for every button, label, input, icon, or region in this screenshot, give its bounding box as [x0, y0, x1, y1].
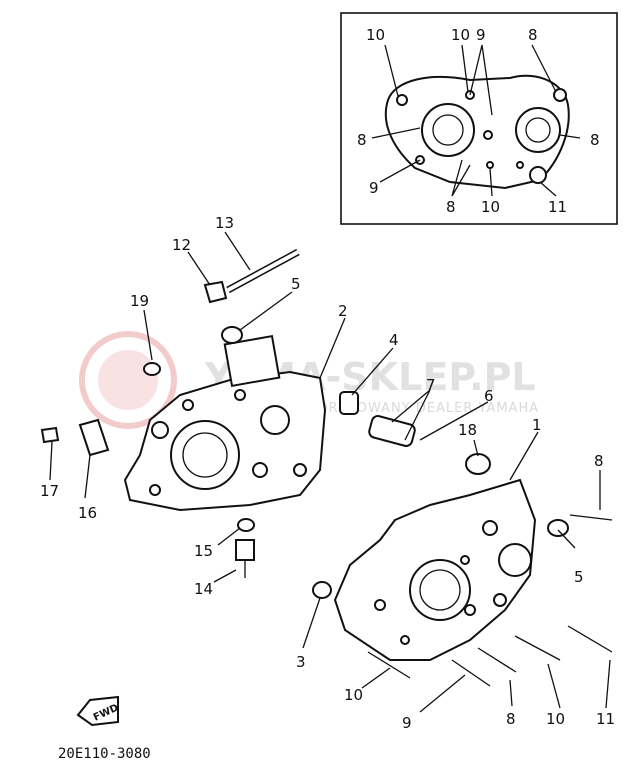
- left-crankcase: [123, 334, 327, 512]
- inset-view: 10 10 9 8 8 8 9 8 10 11: [340, 12, 618, 225]
- part-label: 8: [506, 710, 516, 728]
- part-label: 10: [344, 686, 363, 704]
- part-labels: 13 12 19 5 2 4 7 6 1 18 17 16 15 14 8 5 …: [40, 214, 615, 732]
- part-label: 9: [402, 714, 412, 732]
- inset-label: 10: [451, 26, 470, 44]
- part-label: 6: [484, 387, 494, 405]
- inset-label: 8: [528, 26, 538, 44]
- part-label: 17: [40, 482, 59, 500]
- inset-label: 8: [590, 131, 600, 149]
- nipple-12: [203, 280, 228, 304]
- forward-arrow-icon: FWD: [76, 695, 120, 727]
- part-label: 2: [338, 302, 348, 320]
- part-label: 3: [296, 653, 306, 671]
- part-label: 19: [130, 292, 149, 310]
- inset-label: 9: [476, 26, 486, 44]
- part-label: 1: [532, 416, 542, 434]
- bolts: [40, 418, 613, 687]
- part-label: 13: [215, 214, 234, 232]
- leader-lines: [49, 231, 611, 713]
- inset-label: 8: [446, 198, 456, 216]
- right-crankcase: [333, 478, 537, 661]
- part-label: 10: [546, 710, 565, 728]
- part-label: 16: [78, 504, 97, 522]
- part-label: 12: [172, 236, 191, 254]
- inset-label: 10: [366, 26, 385, 44]
- part-label: 15: [194, 542, 213, 560]
- part-label: 7: [426, 376, 436, 394]
- inset-label: 10: [481, 198, 500, 216]
- inset-label: 8: [357, 131, 367, 149]
- hose-pipe-13: [226, 248, 300, 294]
- dowel-pins: [143, 326, 569, 599]
- part-label: 4: [389, 331, 399, 349]
- part-label: 8: [594, 452, 604, 470]
- diagram-code: 20E110-3080: [58, 746, 151, 762]
- part-label: 18: [458, 421, 477, 439]
- part-label: 14: [194, 580, 213, 598]
- part-label: 5: [574, 568, 584, 586]
- part-label: 11: [596, 710, 615, 728]
- inset-label: 9: [369, 179, 379, 197]
- inset-label: 11: [548, 198, 567, 216]
- part-label: 5: [291, 275, 301, 293]
